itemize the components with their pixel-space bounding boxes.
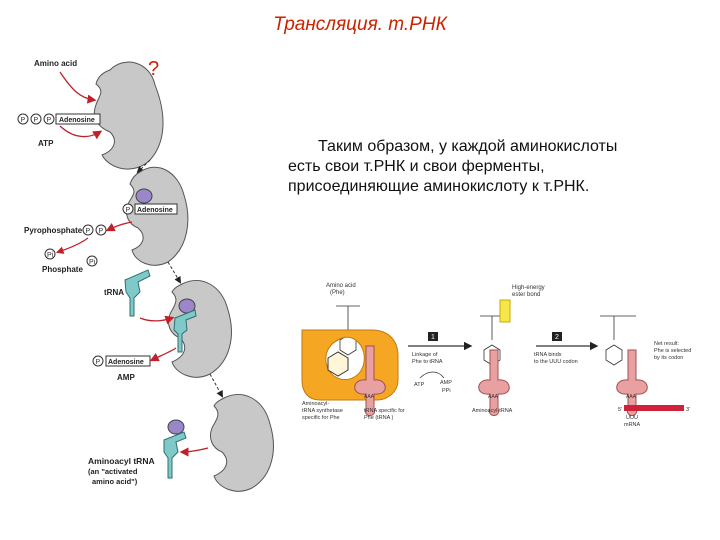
question-mark: ? — [148, 58, 160, 80]
svg-text:2: 2 — [555, 334, 559, 341]
activated-label-2: amino acid") — [92, 477, 138, 486]
svg-text:Aminoacyl-tRNA: Aminoacyl-tRNA — [472, 408, 513, 414]
right-amino-acid-label: Amino acid — [326, 283, 356, 289]
enzyme-shape-1 — [93, 61, 164, 170]
trna-shape-free — [124, 269, 151, 317]
svg-text:P: P — [86, 228, 91, 235]
trna-shape-bound — [173, 309, 197, 353]
arrow-atp-to-enzyme — [59, 125, 103, 140]
activated-label-1: (an "activated — [88, 467, 138, 476]
svg-text:by its codon: by its codon — [654, 355, 683, 361]
adenosine-label-2: Adenosine — [137, 207, 173, 214]
svg-text:Phe (tRNA ): Phe (tRNA ) — [364, 415, 394, 421]
svg-text:Pi: Pi — [47, 252, 54, 259]
phe-structure-3 — [600, 315, 636, 366]
atp-label: ATP — [38, 139, 54, 148]
amino-acid-label: Amino acid — [34, 59, 77, 68]
aminoacyl-trna-label: Aminoacyl tRNA — [88, 456, 155, 466]
svg-text:Adenosine: Adenosine — [59, 117, 95, 124]
svg-text:Aminoacyl-: Aminoacyl- — [302, 401, 329, 407]
svg-text:tRNA synthetase: tRNA synthetase — [302, 408, 343, 414]
svg-text:Pi: Pi — [89, 259, 96, 266]
svg-text:AMP: AMP — [440, 380, 452, 386]
svg-text:AAA: AAA — [488, 394, 499, 400]
right-diagram: Amino acid (Phe) High-energy ester bond … — [301, 283, 691, 428]
high-energy-label-2: ester bond — [512, 292, 540, 298]
step-1-box — [428, 332, 438, 341]
atp-molecule: P P P Adenosine ATP — [17, 113, 101, 148]
svg-text:to the UUU codon: to the UUU codon — [534, 359, 578, 365]
svg-text:P: P — [126, 207, 131, 214]
svg-text:1: 1 — [431, 334, 435, 341]
body-text: Таким образом, у каждой аминокислоты ест… — [288, 137, 688, 197]
aminoacyl-trna-shape — [163, 431, 187, 479]
phosphate-label: Phosphate — [42, 265, 83, 274]
step-2-box — [552, 332, 562, 341]
svg-text:Phe to tRNA: Phe to tRNA — [412, 359, 443, 365]
trna-pink-2 — [478, 349, 510, 416]
svg-text:P: P — [47, 117, 52, 124]
body-text-line-1: Таким образом, у каждой аминокислоты — [318, 138, 618, 155]
svg-text:UUU: UUU — [626, 415, 638, 421]
enzyme-shape-2 — [125, 166, 189, 266]
right-phe-label: (Phe) — [330, 290, 345, 296]
mrna-bar — [624, 405, 684, 411]
arrow-amino-to-enzyme — [59, 71, 97, 104]
svg-text:tRNA binds: tRNA binds — [534, 352, 562, 358]
svg-text:5': 5' — [618, 407, 622, 413]
amp-label: AMP — [117, 373, 135, 382]
svg-text:AAA: AAA — [364, 394, 375, 400]
svg-text:P: P — [34, 117, 39, 124]
left-diagram: Amino acid P P P Adenosine ATP P Adenosi… — [17, 59, 274, 492]
svg-text:3': 3' — [686, 407, 690, 413]
svg-text:Linkage of: Linkage of — [412, 352, 438, 358]
svg-text:specific for Phe: specific for Phe — [302, 415, 340, 421]
svg-text:AAA: AAA — [626, 394, 637, 400]
svg-text:P: P — [21, 117, 26, 124]
svg-text:PPi: PPi — [442, 388, 451, 394]
body-text-line-2: есть свои т.РНК и свои ферменты, — [288, 158, 545, 175]
trna-pink-1 — [354, 345, 386, 416]
svg-text:P: P — [99, 228, 104, 235]
amino-acid-shape-2 — [135, 188, 153, 204]
svg-text:Phe is selected: Phe is selected — [654, 348, 691, 354]
page-title: Трансляция. т.РНК — [273, 14, 447, 35]
trna-label: tRNA — [104, 288, 124, 297]
svg-text:P: P — [96, 359, 101, 366]
ester-bond-highlight — [499, 299, 511, 323]
svg-text:Net result:: Net result: — [654, 341, 680, 347]
svg-text:ATP: ATP — [414, 382, 425, 388]
connector-2 — [167, 261, 182, 284]
svg-text:tRNA specific for: tRNA specific for — [364, 408, 405, 414]
high-energy-label-1: High-energy — [512, 285, 545, 291]
arrow-pyrophosphate — [105, 221, 133, 232]
body-text-line-3: присоединяющие аминокислоту к т.РНК. — [288, 178, 590, 195]
adenosine-label-3: Adenosine — [108, 359, 144, 366]
trna-pink-3 — [616, 349, 648, 416]
connector-1 — [136, 159, 151, 174]
connector-3 — [209, 373, 223, 398]
enzyme-shape-4 — [209, 393, 274, 492]
svg-text:mRNA: mRNA — [624, 422, 641, 428]
pyrophosphate-label: Pyrophosphate — [24, 226, 83, 235]
